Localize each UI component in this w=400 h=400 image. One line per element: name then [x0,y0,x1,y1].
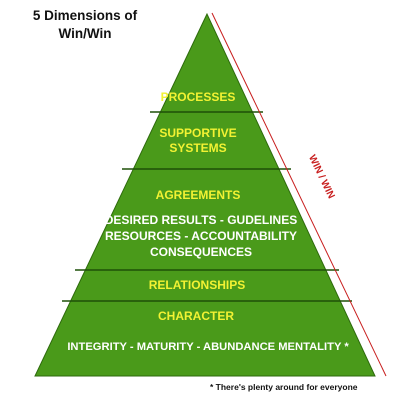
agreements-detail-line-1: DESIRED RESULTS - GUDELINES [105,213,297,227]
agreements-detail-line-2: RESOURCES - ACCOUNTABILITY [105,229,297,243]
level-supportive-systems-line-2: SYSTEMS [169,141,226,155]
win-win-side-line [211,12,387,377]
level-supportive-systems-line-1: SUPPORTIVE [159,126,236,140]
level-processes: PROCESSES [161,90,236,104]
title-line-1: 5 Dimensions of [32,8,138,23]
level-relationships: RELATIONSHIPS [149,278,245,292]
agreements-detail-line-3: CONSEQUENCES [150,245,252,259]
level-agreements: AGREEMENTS [156,188,241,202]
title-line-2: Win/Win [58,26,112,41]
level-character: CHARACTER [158,309,234,323]
character-detail: INTEGRITY - MATURITY - ABUNDANCE MENTALI… [67,341,349,353]
diagram-title: 5 Dimensions of Win/Win [10,7,160,43]
pyramid-shape [34,12,376,377]
footnote: * There's plenty around for everyone [210,382,358,392]
win-win-side-label: WIN / WIN [306,153,336,200]
